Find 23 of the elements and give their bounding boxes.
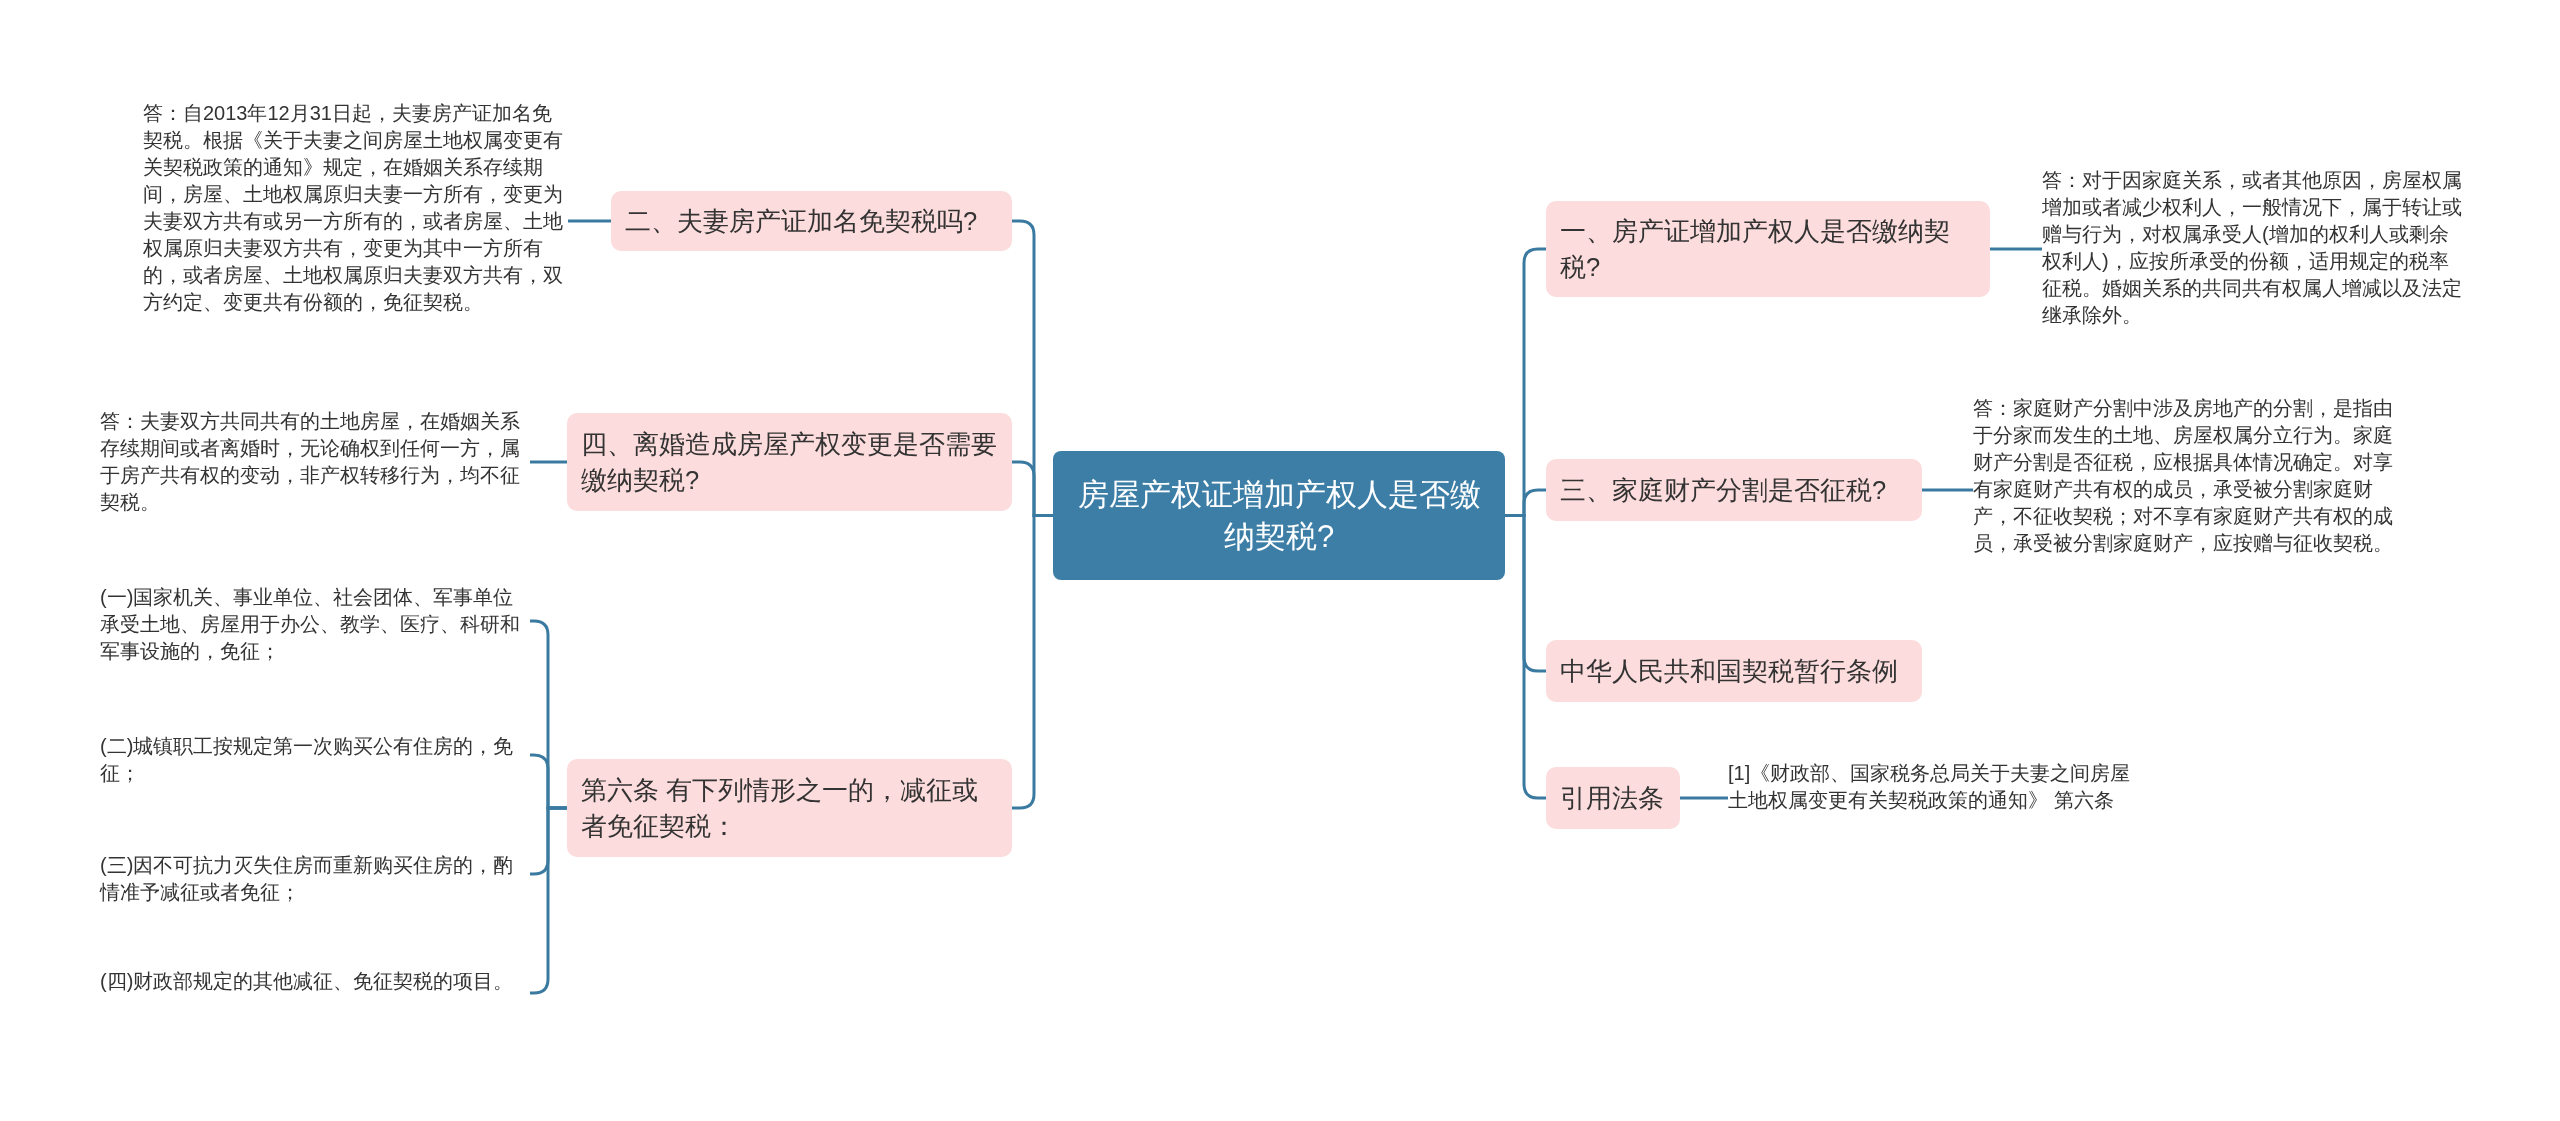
note-text: (二)城镇职工按规定第一次购买公有住房的，免征； — [100, 733, 530, 787]
note-text: (三)因不可抗力灭失住房而重新购买住房的，酌情准予减征或者免征； — [100, 852, 530, 906]
note-text: 答：对于因家庭关系，或者其他原因，房屋权属增加或者减少权利人，一般情况下，属于转让或赠与行为，对权属承受人(增加的权利人或剩余权利人)，应按所承受的份额，适用规定的税率征税。婚姻关系的共同共有权属人增减以及法定继承除外。 — [2042, 167, 2467, 329]
topic-box: 一、房产证增加产权人是否缴纳契税? — [1546, 201, 1990, 297]
note-text: (四)财政部规定的其他减征、免征契税的项目。 — [100, 968, 530, 995]
connector-line — [568, 219, 611, 223]
connector-line — [530, 460, 567, 464]
central-topic-box: 房屋产权证增加产权人是否缴纳契税? — [1053, 451, 1505, 580]
connector-line — [1680, 796, 1728, 800]
topic-box: 二、夫妻房产证加名免契税吗? — [611, 191, 1012, 251]
topic-box: 第六条 有下列情形之一的，减征或者免征契税： — [567, 759, 1012, 857]
topic-box: 引用法条 — [1546, 767, 1680, 829]
topic-box: 四、离婚造成房屋产权变更是否需要缴纳契税? — [567, 413, 1012, 511]
connector-line — [1922, 488, 1973, 492]
topic-box: 三、家庭财产分割是否征税? — [1546, 459, 1922, 521]
note-text: (一)国家机关、事业单位、社会团体、军事单位承受土地、房屋用于办公、教学、医疗、科研和军事设施的，免征； — [100, 584, 530, 665]
note-text: [1]《财政部、国家税务总局关于夫妻之间房屋土地权属变更有关契税政策的通知》 第六条 — [1728, 760, 2138, 814]
note-text: 答：自2013年12月31日起，夫妻房产证加名免契税。根据《关于夫妻之间房屋土地权属变更有关契税政策的通知》规定，在婚姻关系存续期间，房屋、土地权属原归夫妻一方所有，变更为夫妻双方共有或另一方所有的，或者房屋、土地权属原归夫妻双方共有，变更为其中一方所有的，或者房屋、土地权属原归夫妻双方共有，双方约定、变更共有份额的，免征契税。 — [143, 100, 568, 316]
connector-line — [1012, 514, 1053, 810]
note-text: 答：夫妻双方共同共有的土地房屋，在婚姻关系存续期间或者离婚时，无论确权到任何一方，属于房产共有权的变动，非产权转移行为，均不征契税。 — [100, 408, 530, 516]
topic-box: 中华人民共和国契税暂行条例 — [1546, 640, 1922, 702]
connector-line — [1990, 247, 2042, 251]
note-text: 答：家庭财产分割中涉及房地产的分割，是指由于分家而发生的土地、房屋权属分立行为。家庭财产分割是否征税，应根据具体情况确定。对享有家庭财产共有权的成员，承受被分割家庭财产，不征收契税；对不享有家庭财产共有权的成员，承受被分割家庭财产，应按赠与征收契税。 — [1973, 395, 2405, 557]
